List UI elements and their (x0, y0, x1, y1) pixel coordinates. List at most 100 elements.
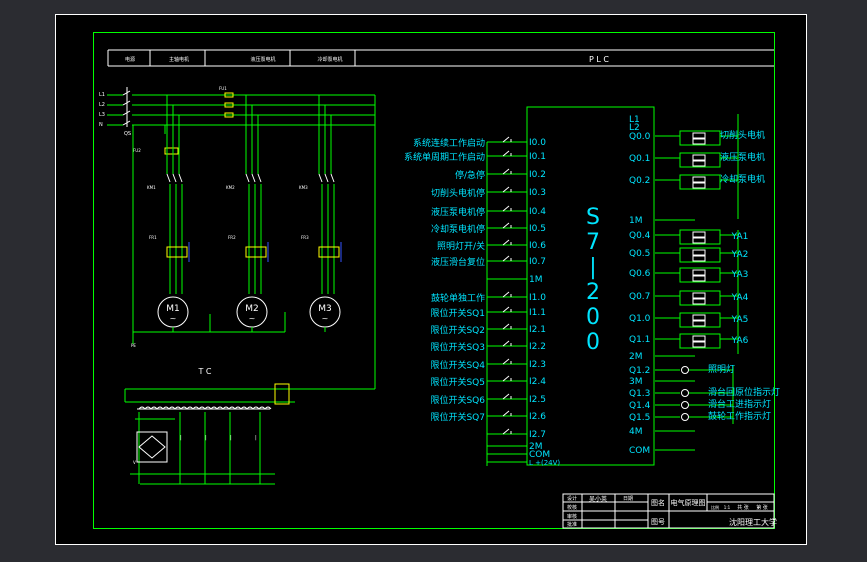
input-description: 限位开关SQ2 (430, 324, 485, 336)
input-description: 系统连续工作启动 (413, 137, 485, 149)
input-contact (502, 205, 512, 212)
fuse-label-fu2: FU2 (133, 148, 141, 153)
output-address: Q0.7 (629, 292, 650, 302)
scale-cell-3: 共 张 (737, 504, 749, 511)
contactor-contact (318, 173, 323, 183)
drawing-name-label: 图名 (651, 498, 665, 507)
output-address: Q0.2 (629, 176, 650, 186)
output-coil (692, 298, 706, 305)
output-coil (692, 275, 706, 282)
header-cell-power: 电源 (125, 56, 135, 63)
output-coil (692, 132, 706, 139)
input-contact (502, 428, 512, 435)
relay-label: FR2 (228, 235, 236, 240)
plc-model-char: S (586, 205, 600, 230)
output-coil (692, 255, 706, 262)
output-address: Q0.0 (629, 132, 651, 142)
scale-cell-4: 第 张 (756, 504, 768, 511)
output-address: Q1.1 (629, 335, 650, 345)
output-coil (692, 314, 706, 321)
input-address: I0.4 (529, 207, 546, 217)
title-block: 设计 校核 审核 批准 吴小英 日期 图名 电气原理图 图号 比例 1:1 共 … (562, 493, 777, 529)
output-coil (692, 237, 706, 244)
output-coil (692, 249, 706, 256)
output-description: YA1 (731, 232, 749, 242)
input-contact (502, 375, 512, 382)
output-description: 照明灯 (708, 364, 735, 375)
indicator-lamp (681, 366, 689, 374)
input-address: I2.6 (529, 412, 546, 422)
contactor-contact (166, 173, 171, 183)
tap-mark: | (205, 435, 207, 441)
contactor-contact (330, 173, 335, 183)
input-description: 限位开关SQ4 (430, 359, 485, 371)
input-contact (502, 323, 512, 330)
phase-label-n: N (99, 122, 103, 128)
input-description: 冷却泵电机停 (431, 223, 485, 235)
input-contact (502, 340, 512, 347)
output-address: Q0.5 (629, 249, 650, 259)
output-description: 液压泵电机 (720, 151, 765, 163)
output-address: Q1.2 (629, 366, 650, 376)
output-description: YA6 (731, 336, 749, 346)
motor-tilde: ~ (322, 314, 329, 323)
output-description: YA4 (731, 293, 749, 303)
winding-loop (168, 406, 176, 410)
contactor-contact (251, 173, 256, 183)
output-address: Q0.4 (629, 231, 651, 241)
winding-loop (150, 406, 158, 410)
winding-loop (258, 406, 266, 410)
winding-loop (138, 406, 146, 410)
input-address: I1.0 (529, 293, 546, 303)
input-contact (502, 222, 512, 229)
switch-label-qs: QS (124, 131, 131, 137)
winding-loop (234, 406, 242, 410)
contactor-label: KM1 (147, 185, 156, 190)
output-address: COM (629, 446, 650, 456)
drawing-name: 电气原理图 (671, 498, 706, 507)
fuse (224, 92, 234, 98)
input-address: I2.1 (529, 325, 546, 335)
output-address: Q0.1 (629, 154, 650, 164)
thermal-relay (166, 246, 188, 258)
ground-label-pe: PE (131, 343, 136, 348)
winding-loop (180, 406, 188, 410)
plc-model-char: 0 (586, 305, 600, 330)
input-address: I0.2 (529, 170, 546, 180)
winding-loop (228, 406, 236, 410)
winding-loop (204, 406, 212, 410)
winding-loop (216, 406, 224, 410)
input-description: 限位开关SQ3 (430, 341, 485, 353)
output-address: 4M (629, 427, 643, 437)
input-address: I0.0 (529, 138, 546, 148)
input-description: 液压滑台复位 (431, 256, 485, 268)
output-coil-box (679, 290, 721, 306)
motor-tilde: ~ (170, 314, 177, 323)
motor-label: M1 (166, 304, 180, 314)
input-description: 照明灯开/关 (437, 240, 485, 252)
winding-loop (192, 406, 200, 410)
plc-block (526, 106, 655, 466)
drawing-number-label: 图号 (651, 518, 665, 526)
output-coil (692, 320, 706, 327)
input-description: 切削头电机停 (431, 187, 485, 199)
winding-loop (264, 406, 272, 410)
output-supply-label: L1 (629, 115, 640, 125)
school-name: 沈阳理工大学 (729, 517, 777, 527)
header-cell-spindle: 主轴电机 (169, 56, 189, 63)
indicator-lamp (681, 389, 689, 397)
input-address: I1.1 (529, 308, 546, 318)
indicator-lamp (681, 401, 689, 409)
output-coil (692, 160, 706, 167)
output-address: Q1.3 (629, 389, 650, 399)
contactor-contact (324, 173, 329, 183)
motor-label: M3 (318, 304, 332, 314)
relay-label: FR3 (301, 235, 309, 240)
winding-loop (156, 406, 164, 410)
tap-mark: | (255, 435, 257, 441)
input-contact (502, 255, 512, 262)
contactor-label: KM2 (226, 185, 235, 190)
power-section: L1 L2 L3 N QS FU1 FU2 PE (99, 86, 376, 390)
